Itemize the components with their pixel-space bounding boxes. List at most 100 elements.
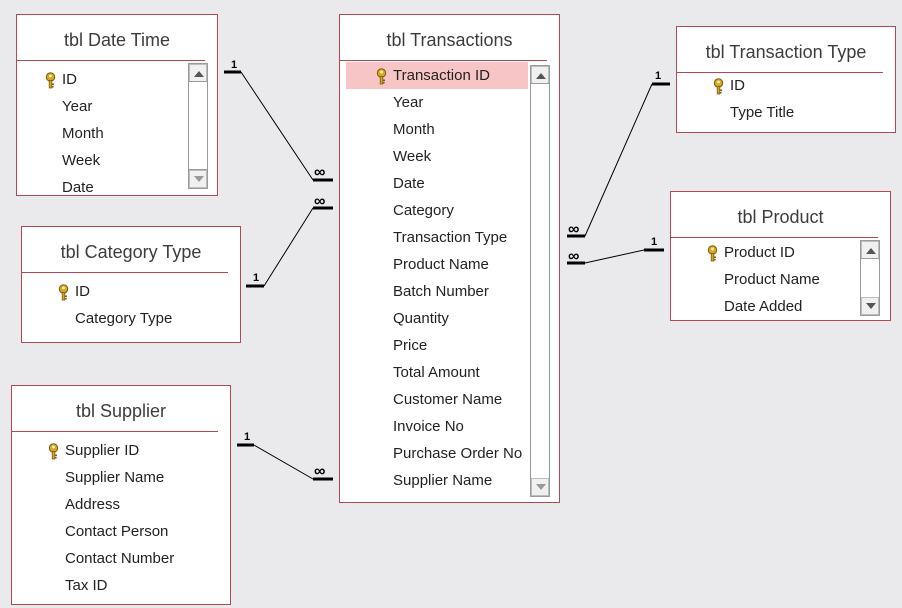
field-row[interactable]: Week [346, 143, 530, 170]
field-name: ID [62, 71, 77, 88]
field-row[interactable]: Supplier Name [346, 467, 530, 494]
field-name: Category Type [75, 310, 173, 327]
field-row[interactable]: Contact Number [18, 545, 174, 572]
field-row[interactable]: Invoice No [346, 413, 530, 440]
field-name: ID [75, 283, 90, 300]
divider [22, 272, 228, 273]
field-name: Product Name [393, 256, 489, 273]
field-row[interactable]: Contact Person [18, 518, 174, 545]
field-row[interactable]: ID [28, 278, 172, 305]
field-row[interactable]: Product ID [677, 239, 820, 266]
field-name: Date [62, 179, 94, 196]
divider [17, 60, 205, 61]
field-row[interactable]: Category Type [28, 305, 172, 332]
field-row[interactable]: Product Name [346, 251, 530, 278]
table-title[interactable]: tbl Supplier [75, 401, 167, 421]
field-row[interactable]: Supplier Name [18, 464, 174, 491]
scroll-down-button[interactable] [531, 478, 549, 496]
field-name: Product Name [724, 271, 820, 288]
field-row-selected[interactable]: Transaction ID [346, 62, 528, 89]
field-row[interactable]: Price [346, 332, 530, 359]
field-row[interactable]: Month [15, 120, 104, 147]
vertical-scrollbar[interactable] [188, 63, 208, 189]
field-row[interactable]: Year [346, 89, 530, 116]
field-row[interactable]: Category [346, 197, 530, 224]
primary-key-icon [44, 71, 57, 89]
rel-category-transactions [263, 207, 314, 287]
card-one-product: 1 [651, 236, 657, 248]
field-row[interactable]: Batch Number [346, 278, 530, 305]
primary-key-icon [706, 244, 719, 262]
card-many-supplier: ∞ [314, 463, 325, 480]
table-title[interactable]: tbl Transaction Type [705, 42, 867, 62]
field-name: Category [393, 202, 454, 219]
vertical-scrollbar[interactable] [860, 240, 880, 316]
field-name: Date [393, 175, 425, 192]
field-name: Year [62, 98, 93, 115]
field-name: Contact Number [65, 550, 175, 567]
card-one-category: 1 [253, 272, 259, 284]
field-row[interactable]: Product Name [677, 266, 820, 293]
divider [12, 431, 218, 432]
scroll-track[interactable] [861, 258, 879, 298]
field-row[interactable]: Date [15, 174, 104, 201]
scroll-track[interactable] [189, 81, 207, 170]
field-row[interactable]: Transaction Type [346, 224, 530, 251]
field-row[interactable]: Customer Name [346, 386, 530, 413]
rel-supplier-transactions [253, 444, 314, 480]
field-row[interactable]: Supplier ID [18, 437, 174, 464]
table-transactions[interactable]: tbl Transactions Transaction ID Year Mon… [339, 14, 560, 503]
scroll-up-button[interactable] [189, 64, 207, 82]
table-date-time[interactable]: tbl Date Time ID Year Month Week Date [16, 14, 218, 196]
field-row[interactable]: Year [15, 93, 104, 120]
field-row[interactable]: Tax ID [18, 572, 174, 599]
field-name: Month [393, 121, 435, 138]
card-many-type: ∞ [568, 221, 579, 238]
scroll-down-button[interactable] [189, 170, 207, 188]
table-title[interactable]: tbl Date Time [63, 30, 171, 50]
field-name: Type Title [730, 104, 795, 121]
field-name: Invoice No [393, 418, 464, 435]
scroll-up-button[interactable] [531, 66, 549, 84]
field-name: Purchase Order No [393, 445, 523, 462]
field-name: Week [393, 148, 432, 165]
scroll-track[interactable] [531, 83, 549, 479]
field-row[interactable]: Total Amount [346, 359, 530, 386]
field-name: Month [62, 125, 104, 142]
table-transaction-type[interactable]: tbl Transaction Type ID Type Title [676, 26, 896, 133]
field-row[interactable]: Type Title [683, 99, 794, 126]
primary-key-icon [47, 442, 60, 460]
field-row[interactable]: Date [346, 170, 530, 197]
scroll-up-button[interactable] [861, 241, 879, 259]
rel-transactions-type [584, 83, 653, 237]
table-supplier[interactable]: tbl Supplier Supplier ID Supplier Name A… [11, 385, 231, 605]
divider [677, 72, 883, 73]
field-name: Price [393, 337, 428, 354]
field-name: Address [65, 496, 121, 513]
primary-key-icon [57, 283, 70, 301]
table-title[interactable]: tbl Transactions [386, 30, 513, 50]
card-one-supplier: 1 [244, 431, 250, 443]
field-name: Customer Name [393, 391, 503, 408]
field-row[interactable]: ID [15, 66, 104, 93]
field-name: Quantity [393, 310, 449, 327]
divider [671, 237, 878, 238]
field-row[interactable]: Quantity [346, 305, 530, 332]
vertical-scrollbar[interactable] [530, 65, 550, 497]
divider [340, 60, 547, 61]
card-many-category: ∞ [314, 193, 325, 210]
field-row[interactable]: Purchase Order No [346, 440, 530, 467]
table-title[interactable]: tbl Product [737, 207, 824, 227]
field-row[interactable]: Date Added [677, 293, 820, 320]
rel-datetime-transactions [240, 71, 314, 181]
table-category-type[interactable]: tbl Category Type ID Category Type [21, 226, 241, 343]
field-row[interactable]: Month [346, 116, 530, 143]
field-row[interactable]: Address [18, 491, 174, 518]
table-product[interactable]: tbl Product Product ID Product Name Date… [670, 191, 891, 321]
field-row[interactable]: Week [15, 147, 104, 174]
table-title[interactable]: tbl Category Type [60, 242, 202, 262]
field-name: Year [393, 94, 424, 111]
field-row[interactable]: ID [683, 72, 794, 99]
scroll-down-button[interactable] [861, 297, 879, 315]
